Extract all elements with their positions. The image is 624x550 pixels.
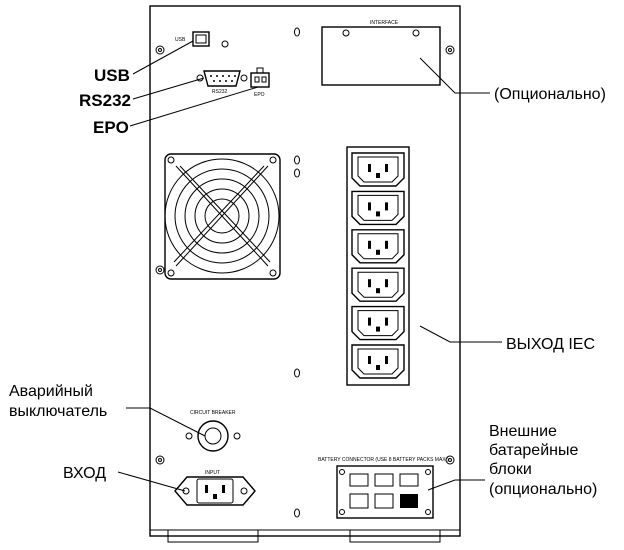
battery-connector: BATTERY CONNECTOR (USE 8 BATTERY PACKS M… <box>318 457 449 519</box>
usb-port-label: USB <box>175 37 186 43</box>
iec-outlet <box>351 152 405 187</box>
epo-port: EPO <box>250 67 270 98</box>
ups-cabinet <box>149 5 461 543</box>
callout-epo: EPO <box>93 118 129 137</box>
callout-external-batteries-line-3: блоки <box>489 461 532 478</box>
rs232-port: RS232 <box>196 70 248 95</box>
battery-connector-label: BATTERY CONNECTOR (USE 8 BATTERY PACKS M… <box>318 457 449 463</box>
callout-emergency-switch-line-1: Аварийный <box>9 383 93 400</box>
rs232-port-label: RS232 <box>212 89 228 95</box>
iec-outlet <box>351 190 405 226</box>
iec-outlet <box>351 305 405 341</box>
callout-usb: USB <box>94 66 130 85</box>
callout-optional: (Опционально) <box>494 86 606 103</box>
callout-iec-output: ВЫХОД IEC <box>506 336 595 353</box>
iec-outlet <box>351 344 405 379</box>
iec-outlet <box>351 267 405 302</box>
interface-slot: INTERFACE <box>321 20 441 86</box>
circuit-breaker-label: CIRCUIT BREAKER <box>190 410 236 416</box>
callout-external-batteries-line-1: Внешние <box>489 423 557 440</box>
callout-input: ВХОД <box>63 465 106 482</box>
callout-emergency-switch-line-2: выключатель <box>9 403 107 420</box>
iec-outlet <box>351 229 405 264</box>
callout-external-batteries-line-4: (опционально) <box>489 481 597 498</box>
usb-port: USB <box>175 31 210 47</box>
callout-leaders <box>117 40 502 492</box>
interface-slot-label: INTERFACE <box>370 20 399 26</box>
input-label: INPUT <box>205 470 220 476</box>
callout-external-batteries-line-2: батарейные <box>489 442 578 459</box>
ac-input-inlet: INPUT <box>174 470 256 506</box>
iec-outlets <box>346 146 410 386</box>
cooling-fan <box>164 153 281 280</box>
callout-rs232: RS232 <box>79 91 131 110</box>
mounting-holes <box>155 27 455 518</box>
epo-port-label: EPO <box>254 92 265 98</box>
